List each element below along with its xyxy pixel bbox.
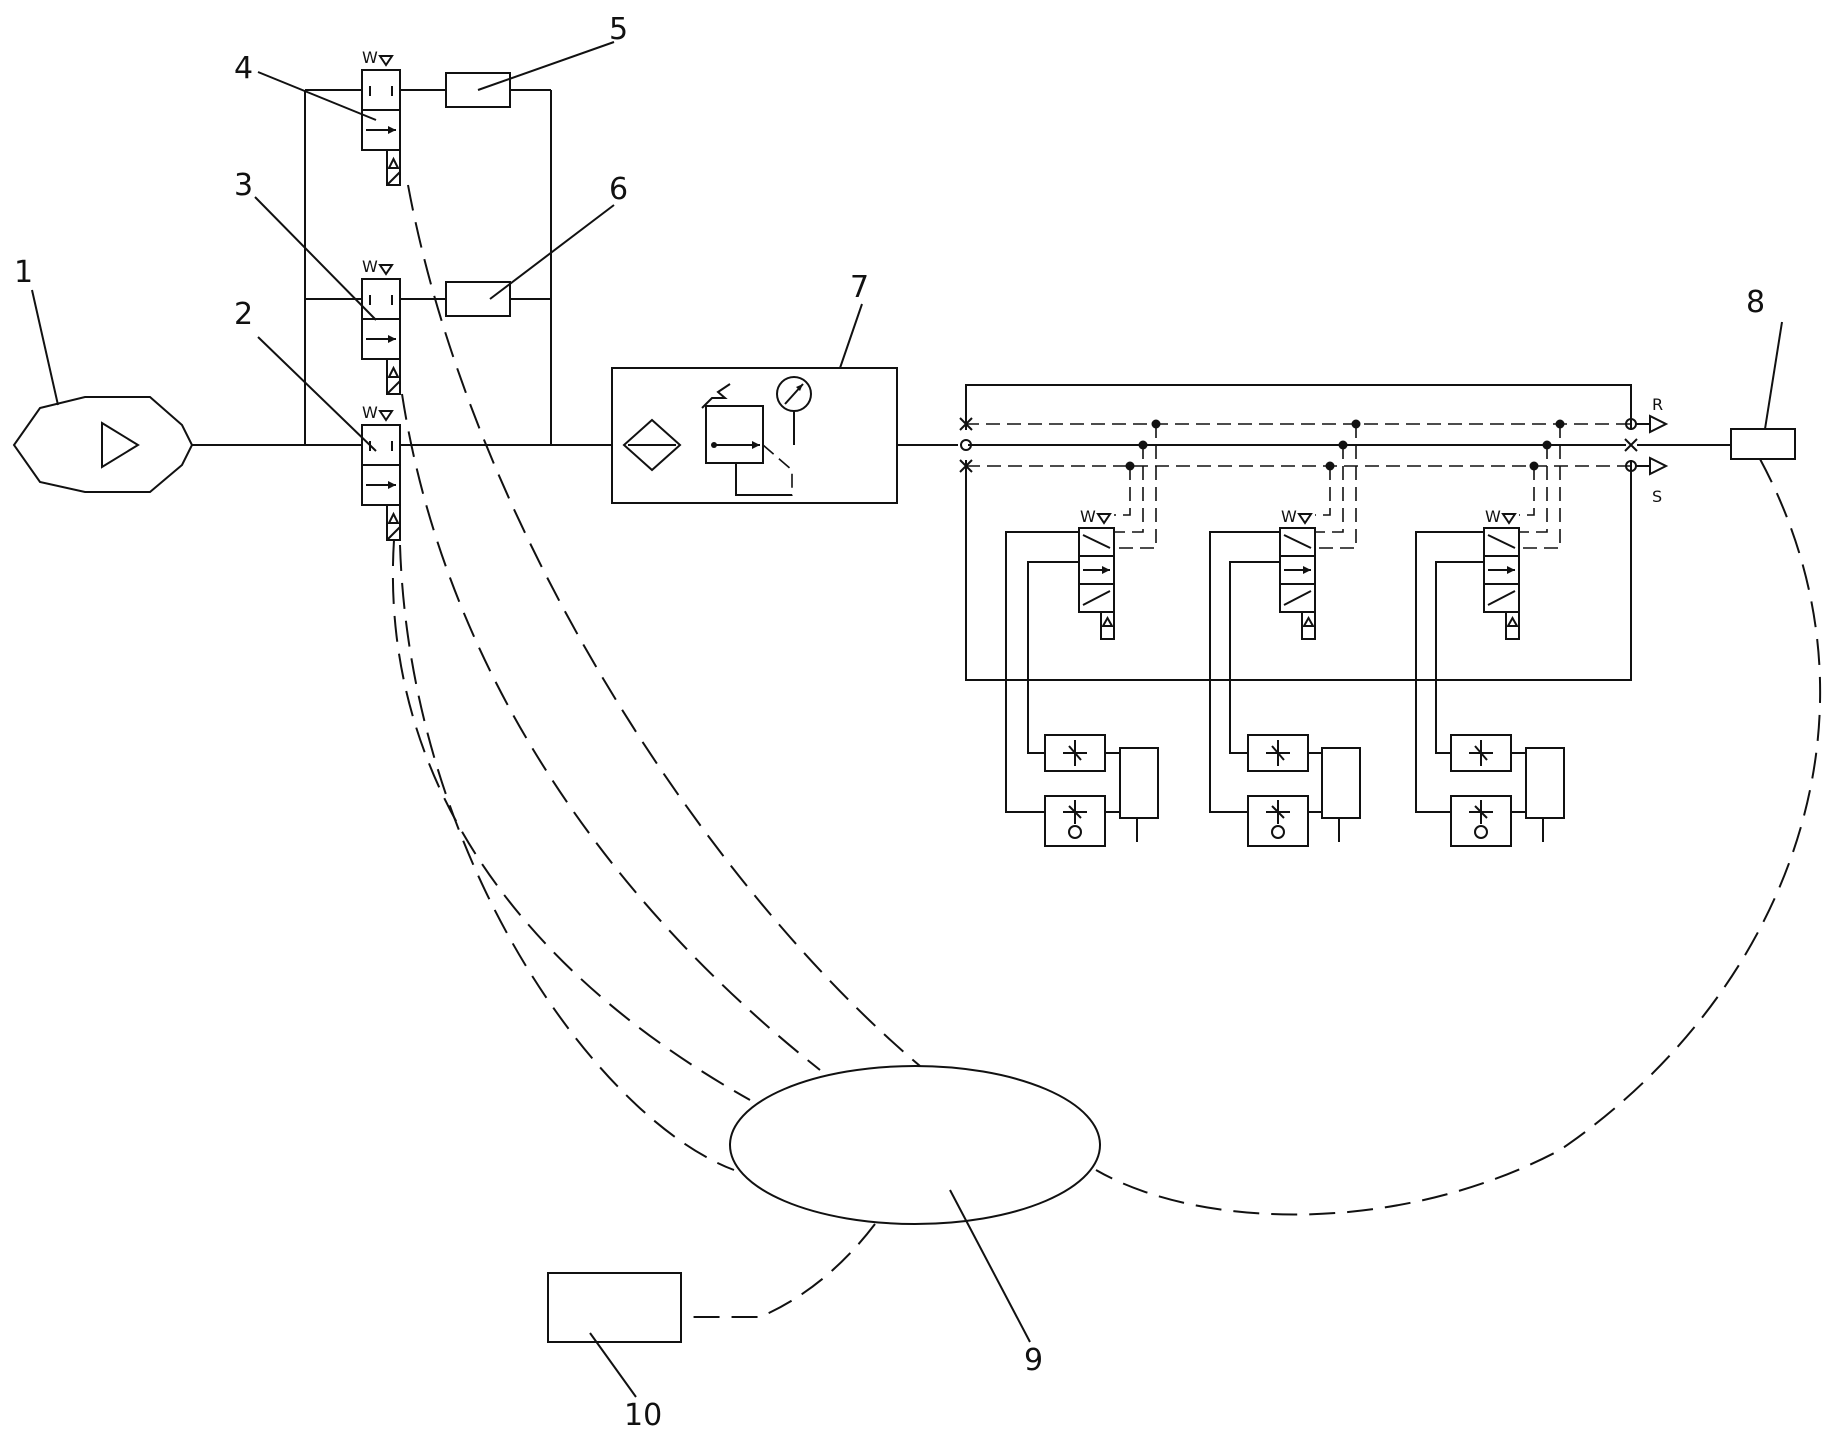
port-label-s: S: [1652, 487, 1662, 506]
label-4: 4: [234, 51, 253, 86]
port-label-r: R: [1652, 395, 1663, 414]
label-5: 5: [609, 12, 628, 47]
valve-manifold: R S: [959, 384, 1669, 681]
solenoid-valve-4: W: [361, 48, 401, 186]
manifold-valve-cell-3: W: [1415, 419, 1565, 847]
label-7: 7: [850, 270, 869, 305]
component-8: [1730, 428, 1796, 460]
svg-text:W: W: [1485, 507, 1501, 526]
label-10: 10: [624, 1398, 662, 1433]
manifold-valve-cell-1: W: [1005, 419, 1161, 847]
label-3: 3: [234, 168, 253, 203]
svg-text:W: W: [1080, 507, 1096, 526]
label-2: 2: [234, 297, 253, 332]
svg-text:W: W: [362, 257, 378, 276]
air-source-1: [12, 396, 194, 493]
svg-text:W: W: [1281, 507, 1297, 526]
manifold-valve-cell-2: W: [1209, 419, 1361, 847]
component-labels: 1 2 3 4 5 6 7 8 8 9 10: [14, 12, 1783, 1433]
label-9: 9: [1024, 1343, 1043, 1378]
controller-9: [729, 1065, 1101, 1225]
component-10: [547, 1272, 682, 1343]
label-8-visible: 8: [1746, 285, 1765, 320]
air-preparation-unit-7: [611, 367, 898, 504]
label-6: 6: [609, 172, 628, 207]
solenoid-valve-3: W: [361, 257, 401, 395]
svg-text:W: W: [362, 48, 378, 67]
signal-lines: [392, 184, 1822, 1318]
solenoid-valve-2: W: [361, 403, 401, 541]
component-6: [445, 281, 511, 317]
svg-text:W: W: [362, 403, 378, 422]
label-1: 1: [14, 255, 33, 290]
bypass-manifold: [304, 89, 552, 445]
